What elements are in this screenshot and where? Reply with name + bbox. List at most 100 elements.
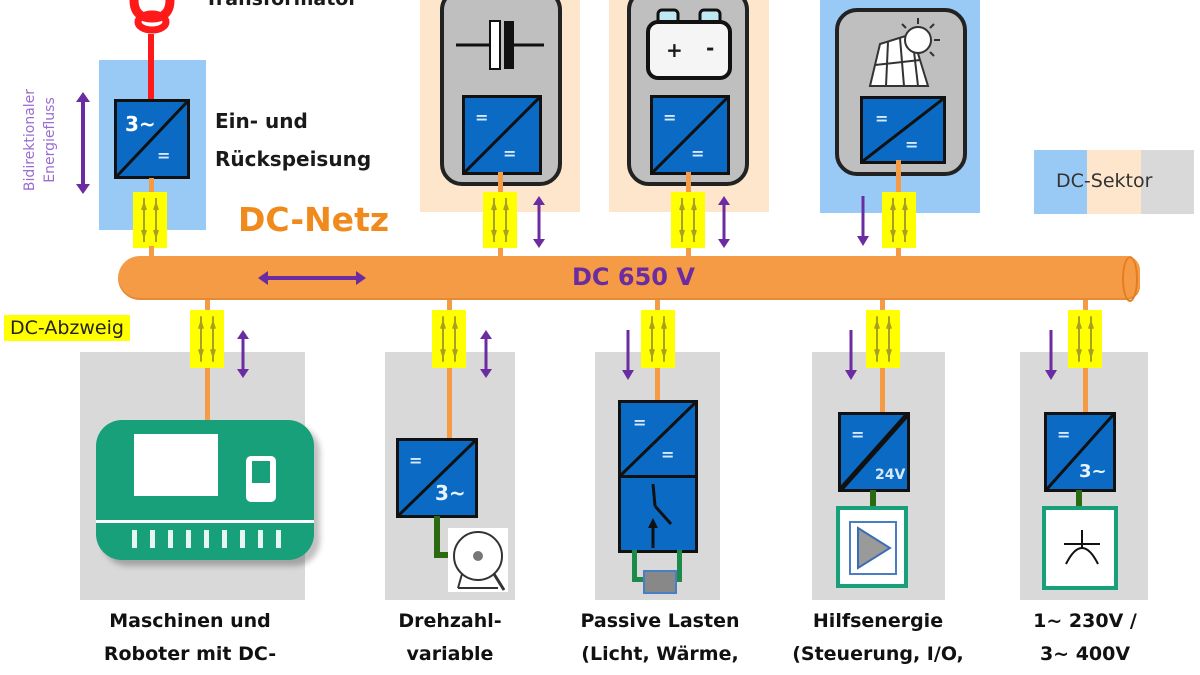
battery-icon: + - bbox=[644, 6, 734, 82]
fuse-passive bbox=[641, 310, 675, 368]
legend-swatch-supply bbox=[1034, 150, 1088, 214]
fuse-ac bbox=[1068, 310, 1102, 368]
bidirectional-arrow-icon bbox=[532, 196, 546, 248]
controller-icon bbox=[836, 506, 908, 588]
side-note-text: Bidirektionaler Energiefluss bbox=[22, 88, 58, 192]
machine-slots bbox=[132, 530, 282, 548]
machine-panel bbox=[246, 456, 276, 502]
motor-link bbox=[434, 516, 440, 556]
transformer-icon bbox=[128, 0, 176, 36]
capacitor-icon bbox=[452, 15, 548, 75]
battery-plus: + bbox=[666, 38, 683, 62]
conv-top-symbol: = bbox=[475, 108, 489, 127]
load-label-machine: Maschinen und Roboter mit DC- bbox=[60, 605, 320, 671]
label-line: Passive Lasten bbox=[580, 610, 740, 632]
label-line: Maschinen und bbox=[109, 610, 271, 632]
ac-converter: = 3~ bbox=[1044, 412, 1116, 492]
label-line: variable bbox=[406, 643, 494, 665]
feed-label-text: Ein- und Rückspeisung bbox=[215, 109, 372, 171]
fuse-icon bbox=[649, 316, 667, 362]
fuse-icon bbox=[874, 316, 892, 362]
dc-grid-title: DC-Netz bbox=[238, 200, 390, 239]
legend-swatch-storage bbox=[1087, 150, 1141, 214]
bidirectional-arrow-icon bbox=[236, 330, 250, 378]
fuse-icon bbox=[1076, 316, 1094, 362]
fuse-drive bbox=[432, 310, 466, 368]
drive-converter: = 3~ bbox=[396, 438, 478, 518]
bus-tap bbox=[149, 246, 154, 258]
fuse-icon bbox=[198, 316, 216, 362]
fuse-auxiliary bbox=[866, 310, 900, 368]
down-arrow-icon bbox=[1044, 330, 1058, 380]
socket-icon bbox=[1042, 506, 1118, 590]
fuse-machine bbox=[190, 310, 224, 368]
fuse-icon bbox=[679, 198, 697, 242]
conv-bottom-symbol: 24V bbox=[875, 467, 906, 483]
auxiliary-converter: = 24V bbox=[838, 412, 910, 492]
label-line: Hilfsenergie bbox=[812, 610, 944, 632]
conv-top-symbol: = bbox=[409, 451, 423, 470]
battery-minus: - bbox=[706, 36, 715, 60]
legend: DC-Sektor bbox=[1034, 150, 1194, 214]
fuse-icon bbox=[890, 198, 908, 242]
aux-link bbox=[870, 490, 876, 510]
bus-voltage-label: DC 650 V bbox=[572, 263, 695, 291]
label-line: (Steuerung, I/O, bbox=[792, 643, 964, 665]
motor-icon bbox=[448, 528, 508, 592]
load-label-passive: Passive Lasten (Licht, Wärme, bbox=[555, 605, 765, 671]
label-line: (Licht, Wärme, bbox=[581, 643, 739, 665]
conv-bottom-symbol: = bbox=[905, 135, 919, 154]
transformer-label: Transformator bbox=[205, 0, 358, 10]
conv-top-symbol: = bbox=[875, 109, 889, 128]
fuse-icon bbox=[491, 198, 509, 242]
resistor-icon bbox=[643, 570, 677, 594]
battery-converter: = = bbox=[650, 95, 730, 175]
feed-label: Ein- und Rückspeisung bbox=[215, 102, 385, 178]
fuse-battery bbox=[671, 192, 705, 248]
ac-line bbox=[148, 34, 154, 100]
bidirectional-arrow-icon bbox=[76, 92, 90, 194]
horizontal-arrow-icon bbox=[258, 270, 366, 286]
machine-divider bbox=[96, 520, 314, 523]
down-arrow-icon bbox=[621, 330, 635, 380]
ac-link bbox=[1076, 490, 1082, 510]
machine-icon bbox=[96, 420, 314, 560]
machine-screen bbox=[134, 434, 218, 496]
switch-icon bbox=[618, 475, 698, 553]
label-line: 3~ 400V bbox=[1039, 643, 1131, 665]
conv-top-symbol: = bbox=[851, 425, 865, 444]
passive-converter: = = bbox=[618, 400, 698, 478]
load-label-drive: Drehzahl- variable bbox=[370, 605, 530, 671]
grid-converter: 3~ = bbox=[114, 99, 190, 179]
legend-swatch-load bbox=[1140, 150, 1194, 214]
fuse-pv bbox=[882, 192, 916, 248]
conv-top-symbol: = bbox=[663, 108, 677, 127]
motor-link-h bbox=[434, 552, 454, 558]
conv-bottom-symbol: = bbox=[661, 445, 675, 464]
fuse-feed bbox=[133, 192, 167, 248]
bidirectional-arrow-icon bbox=[479, 330, 493, 378]
conv-top-symbol: = bbox=[633, 413, 647, 432]
conv-bottom-symbol: 3~ bbox=[435, 481, 466, 505]
conv-bottom-symbol: = bbox=[503, 144, 517, 163]
bidirectional-arrow-icon bbox=[717, 196, 731, 248]
fuse-icon bbox=[440, 316, 458, 362]
fuse-capacitor bbox=[483, 192, 517, 248]
capacitor-converter: = = bbox=[462, 95, 542, 175]
conv-top-symbol: = bbox=[1057, 425, 1071, 444]
fuse-icon bbox=[141, 198, 159, 242]
label-line: 1~ 230V / bbox=[1033, 610, 1137, 632]
down-arrow-icon bbox=[856, 196, 870, 246]
label-line: Roboter mit DC- bbox=[103, 643, 277, 665]
converter-dc-symbol: = bbox=[157, 146, 171, 165]
drive-wire bbox=[447, 300, 452, 442]
label-line: Drehzahl- bbox=[398, 610, 502, 632]
solar-panel-icon bbox=[858, 14, 950, 90]
bus-end-cap bbox=[1122, 256, 1138, 302]
conv-bottom-symbol: = bbox=[691, 144, 705, 163]
legend-label: DC-Sektor bbox=[1056, 170, 1153, 192]
side-note: Bidirektionaler Energiefluss bbox=[0, 60, 80, 220]
load-label-ac: 1~ 230V / 3~ 400V bbox=[1000, 605, 1170, 671]
pv-converter: = = bbox=[860, 96, 946, 164]
branch-label: DC-Abzweig bbox=[4, 315, 130, 341]
